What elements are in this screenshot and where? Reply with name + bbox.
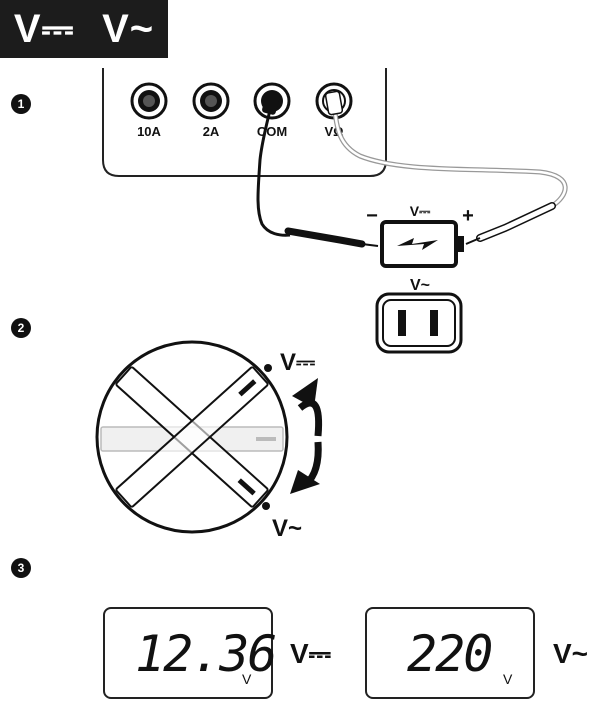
dial-dc-position-dot — [264, 364, 272, 372]
lcd-dc-value: 12.36 — [135, 625, 278, 683]
outlet-icon — [375, 292, 463, 354]
jack-label-com: COM — [257, 124, 287, 139]
lcd-ac-value: 220 — [407, 625, 493, 683]
dial-dc-label: V⎓ — [280, 349, 315, 376]
rotate-arrows-icon — [290, 378, 323, 494]
battery-icon — [380, 220, 464, 268]
step-badge-1: 1 — [11, 94, 31, 114]
battery-plus-label: + — [462, 205, 474, 227]
red-probe[interactable] — [324, 90, 568, 245]
dial-ac-label: V~ — [272, 515, 302, 542]
lcd-display-ac: 220 V — [365, 607, 535, 699]
header-dc-label: V⎓ — [13, 6, 75, 51]
dial-ac-position-dot — [262, 502, 270, 510]
meter-panel — [102, 68, 387, 177]
black-probe[interactable] — [256, 91, 379, 248]
step-badge-2: 2 — [11, 318, 31, 338]
rotary-dial[interactable] — [95, 340, 289, 534]
header-ac-label: V~ — [102, 6, 155, 51]
lcd-dc-unit: V — [242, 671, 252, 687]
lcd-ac-unit: V — [503, 671, 513, 687]
outlet-ac-symbol: V~ — [410, 277, 430, 294]
lcd-dc-mode-label: V⎓ — [290, 638, 332, 669]
jack-label-2a: 2A — [203, 124, 220, 139]
battery-dc-symbol: V⎓ — [410, 203, 431, 219]
battery-minus-label: − — [366, 205, 378, 227]
jack-2a[interactable] — [192, 82, 230, 120]
step-badge-3: 3 — [11, 558, 31, 578]
lcd-display-dc: 12.36 V — [103, 607, 278, 699]
header-banner: V⎓ V~ — [0, 0, 168, 58]
lcd-ac-mode-label: V~ — [553, 638, 589, 669]
jack-label-10a: 10A — [137, 124, 161, 139]
jack-10a[interactable] — [130, 82, 168, 120]
